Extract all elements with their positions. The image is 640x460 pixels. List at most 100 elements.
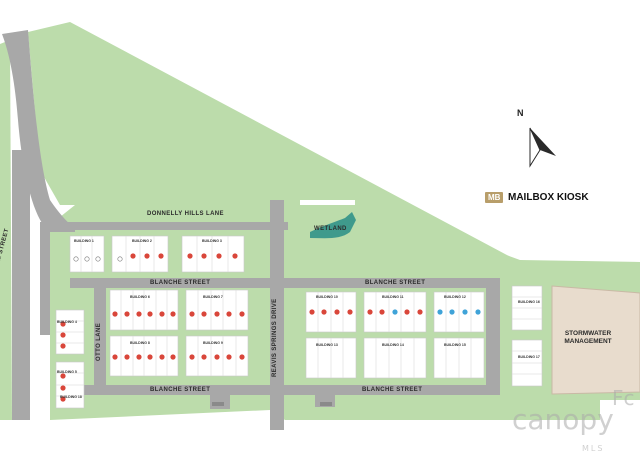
unit-status-dot [84, 256, 90, 262]
unit-status-dot [417, 309, 423, 315]
street-label-blanche-top-right: BLANCHE STREET [365, 280, 426, 286]
unit-status-dot [159, 311, 165, 317]
blanche-bottom-road [80, 385, 500, 395]
donnelly-hills-road [40, 222, 288, 230]
mailbox-marker [320, 402, 332, 406]
unit-status-dot [462, 309, 468, 315]
building-label: BUILDING 10 [316, 295, 338, 299]
unit-status-dot [130, 253, 136, 259]
unit-status-dot [112, 354, 118, 360]
building-label: BUILDING 18 [60, 395, 82, 399]
mailbox-kiosk-label: MAILBOX KIOSK [508, 192, 589, 203]
building-label: BUILDING 11 [382, 295, 404, 299]
building-label: BUILDING 12 [444, 295, 466, 299]
block-b1 [69, 235, 105, 273]
building-label: BUILDING 4 [57, 320, 77, 324]
unit-dividers [56, 236, 542, 397]
unit-status-dot [201, 311, 207, 317]
watermark-canopy: canopy [512, 403, 614, 436]
block-b14 [363, 337, 427, 379]
unit-status-dot [226, 354, 232, 360]
unit-status-dot [367, 309, 373, 315]
unit-status-dot [226, 311, 232, 317]
building-label: BUILDING 13 [316, 343, 338, 347]
street-label-reavis: REAVIS SPRINGS DRIVE [272, 298, 278, 377]
unit-status-dot [147, 311, 153, 317]
building-label: BUILDING 8 [130, 341, 150, 345]
reavis-springs-road [270, 200, 284, 430]
mailbox-marker [212, 402, 224, 406]
unit-status-dot [321, 309, 327, 315]
east-loop-road [486, 278, 500, 395]
street-label-blanche-top-left: BLANCHE STREET [150, 280, 211, 286]
unit-status-dot [449, 309, 455, 315]
unit-status-dot [309, 309, 315, 315]
unit-status-dot [117, 256, 123, 262]
building-label: BUILDING 16 [518, 300, 540, 304]
unit-status-dot [95, 256, 101, 262]
unit-status-dot [392, 309, 398, 315]
unit-status-dot [60, 396, 66, 402]
north-arrow-icon [529, 127, 556, 168]
unit-status-dot [60, 321, 66, 327]
unit-status-dot [170, 354, 176, 360]
mailbox-kiosk-badge: MB [485, 192, 504, 203]
west-loop-road [40, 225, 50, 335]
blanche-top-road [70, 278, 500, 288]
unit-status-dot [404, 309, 410, 315]
building-label: BUILDING 15 [444, 343, 466, 347]
street-label-blanche-bottom-right: BLANCHE STREET [362, 387, 423, 393]
unit-status-dot [187, 253, 193, 259]
unit-status-dot [136, 354, 142, 360]
unit-status-dot [379, 309, 385, 315]
unit-status-dot [60, 373, 66, 379]
unit-status-dot [239, 354, 245, 360]
street-label-otto: OTTO LANE [96, 322, 102, 361]
unit-status-dot [136, 311, 142, 317]
unit-status-dot [214, 354, 220, 360]
north-label: N [517, 108, 524, 118]
building-label: BUILDING 6 [130, 295, 150, 299]
unit-status-dot [158, 253, 164, 259]
unit-status-dot [437, 309, 443, 315]
unit-status-dot [60, 343, 66, 349]
otto-lane-road [94, 285, 106, 395]
unit-status-dot [334, 309, 340, 315]
n-graham-street-road [2, 30, 75, 232]
street-label-blanche-bottom-left: BLANCHE STREET [150, 387, 211, 393]
stormwater-pond [551, 285, 640, 395]
unit-status-dot [124, 354, 130, 360]
grass-area-west [0, 40, 12, 420]
building-label: BUILDING 9 [203, 341, 223, 345]
building-label: BUILDING 14 [382, 343, 404, 347]
mailbox-markers [212, 402, 332, 406]
unit-status-dot [124, 311, 130, 317]
watermark-mls: MLS [582, 444, 605, 453]
n-graham-lower-road [12, 150, 30, 420]
unit-status-dot [73, 256, 79, 262]
feature-label-stormwater: STORMWATER MANAGEMENT [564, 330, 612, 345]
unit-status-dot [144, 253, 150, 259]
unit-status-dot [189, 354, 195, 360]
unit-status-dot [170, 311, 176, 317]
unit-dots [60, 253, 481, 402]
building-label: BUILDING 2 [132, 239, 152, 243]
unit-status-dot [147, 354, 153, 360]
watermark-fc: Fc [612, 386, 635, 410]
unit-status-dot [189, 311, 195, 317]
unit-status-dot [239, 311, 245, 317]
street-label-donnelly: DONNELLY HILLS LANE [147, 211, 224, 217]
unit-status-dot [214, 311, 220, 317]
unit-status-dot [216, 253, 222, 259]
building-label: BUILDING 17 [518, 355, 540, 359]
building-label: BUILDING 3 [202, 239, 222, 243]
building-label: BUILDING 7 [203, 295, 223, 299]
unit-status-dot [159, 354, 165, 360]
block-b7 [185, 289, 249, 331]
unit-status-dot [60, 332, 66, 338]
feature-label-wetland: WETLAND [314, 226, 347, 232]
grass-area-north [28, 22, 520, 262]
building-label: BUILDING 5 [57, 370, 77, 374]
unit-status-dot [60, 385, 66, 391]
